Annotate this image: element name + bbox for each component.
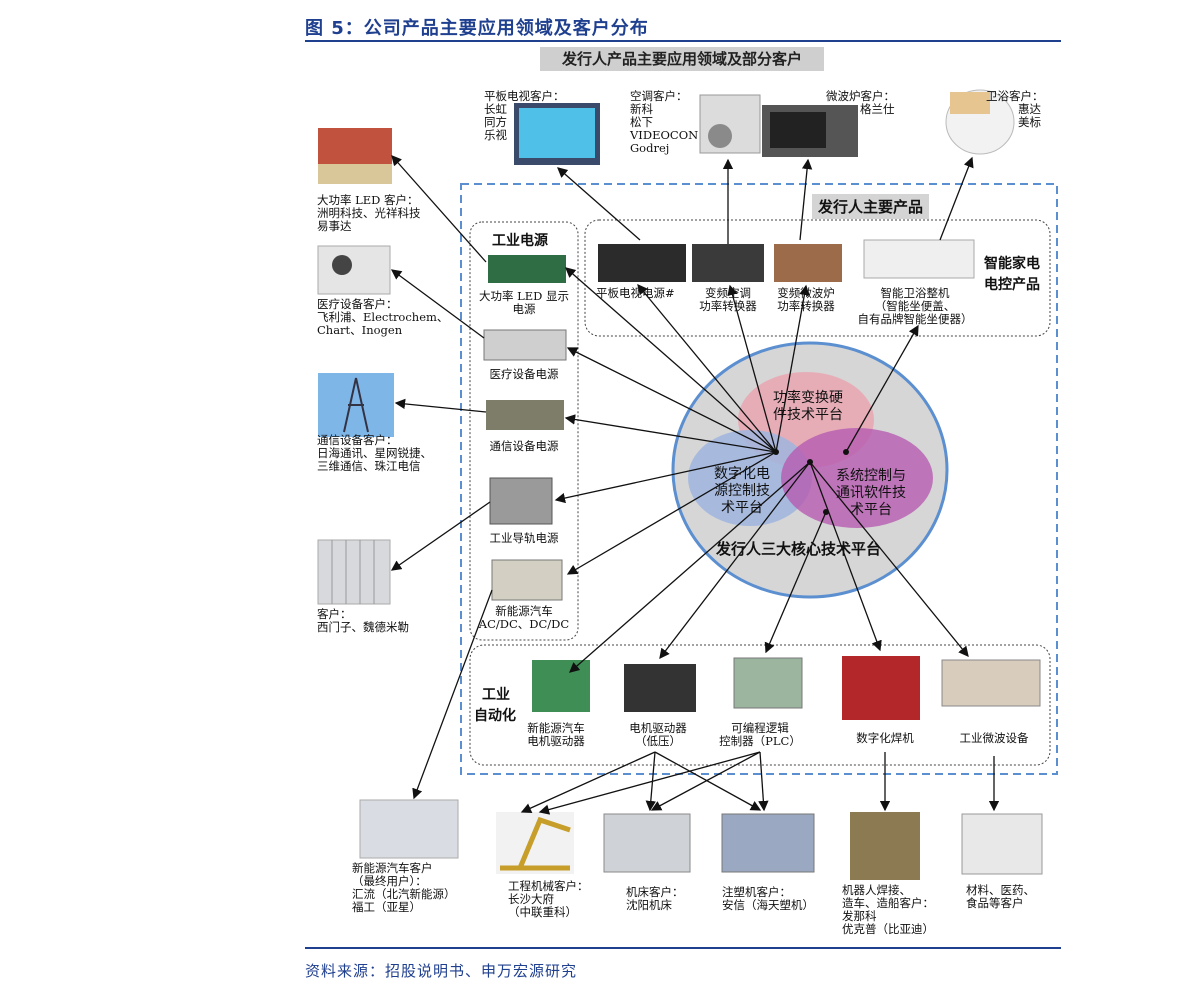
rail-power-label: 工业导轨电源 <box>489 531 559 545</box>
core-platforms-label: 发行人三大核心技术平台 <box>716 540 882 558</box>
ac-image <box>699 94 761 154</box>
mw-converter-image <box>774 244 842 282</box>
power-platform-label: 功率变换硬件技术平台 <box>773 390 843 423</box>
rail-power-image <box>489 477 553 525</box>
system-platform-label: 系统控制与通讯软件技术平台 <box>836 468 906 518</box>
smart-home-label-1: 智能家电 <box>984 256 1040 272</box>
automation-label-2: 自动化 <box>474 708 516 724</box>
welder-label: 数字化焊机 <box>856 731 914 745</box>
drive-label: 电机驱动器（低压） <box>629 721 687 748</box>
industrial-power-box <box>469 221 579 641</box>
industrial-power-label: 工业电源 <box>492 233 548 249</box>
ind-microwave-label: 工业微波设备 <box>959 731 1029 745</box>
motor-ctrl-label: 新能源汽车电机驱动器 <box>527 721 585 748</box>
telecom-power-image <box>486 400 564 430</box>
medical-power-label: 医疗设备电源 <box>489 367 559 381</box>
motor-ctrl-image <box>532 660 590 712</box>
source-note: 资料来源：招股说明书、申万宏源研究 <box>305 962 578 980</box>
medical-power-image <box>483 329 567 361</box>
diagram-banner: 发行人产品主要应用领域及部分客户 <box>540 47 824 71</box>
smart-home-label-2: 电控产品 <box>984 277 1040 293</box>
machine-tool-customers: 机床客户：沈阳机床 <box>626 885 684 912</box>
drive-image <box>624 664 696 712</box>
main-products-box <box>460 183 1058 775</box>
nev-customer-image <box>359 799 459 859</box>
machinery-customers: 工程机械客户：长沙大府（中联重科） <box>508 879 589 919</box>
bath-product-image <box>863 239 975 279</box>
medical-customers: 医疗设备客户：飞利浦、Electrochem、Chart、Inogen <box>317 297 449 337</box>
title-rule <box>305 40 1061 42</box>
mw-customers: 微波炉客户：格兰仕 <box>826 89 895 116</box>
ind-microwave-image <box>941 659 1041 707</box>
ac-converter-image <box>692 244 764 282</box>
led-power-label: 大功率 LED 显示电源 <box>478 289 570 316</box>
rail-customers: 客户：西门子、魏德米勒 <box>317 607 409 634</box>
injection-customers: 注塑机客户：安信（海天塑机） <box>722 885 814 912</box>
nev-customers: 新能源汽车客户（最终用户）：汇流（北汽新能源）福工（亚星） <box>352 861 456 914</box>
tv-power-label: 平板电视电源# <box>596 286 675 300</box>
led-customers: 大功率 LED 客户：洲明科技、光祥科技易事达 <box>317 193 421 233</box>
materials-image <box>961 813 1043 875</box>
digital-platform-label: 数字化电源控制技术平台 <box>714 466 770 516</box>
welder-image <box>842 656 920 720</box>
tv-power-image <box>598 244 686 282</box>
injection-image <box>721 813 815 873</box>
figure-title: 图 5：公司产品主要应用领域及客户分布 <box>305 18 649 39</box>
nev-power-image <box>491 559 563 601</box>
automation-label-1: 工业 <box>482 687 510 703</box>
digital-platform-circle <box>688 430 812 526</box>
robot-image <box>850 812 920 880</box>
plc-image <box>733 657 803 709</box>
ac-converter-label: 变频空调功率转换器 <box>699 286 757 313</box>
bath-customers: 卫浴客户：惠达美标 <box>986 89 1044 129</box>
mw-converter-label: 变频微波炉功率转换器 <box>777 286 835 313</box>
led-power-image <box>488 255 566 283</box>
materials-customers: 材料、医药、食品等客户 <box>966 883 1035 910</box>
plc-label: 可编程逻辑控制器（PLC） <box>719 721 801 748</box>
bath-product-label: 智能卫浴整机（智能坐便盖、自有品牌智能坐便器） <box>857 286 973 326</box>
medical-customer-image <box>317 245 391 295</box>
footer-rule <box>305 947 1061 949</box>
telecom-power-label: 通信设备电源 <box>489 439 559 453</box>
system-platform-circle <box>781 428 933 528</box>
automation-box <box>469 644 1051 766</box>
tv-customers: 平板电视客户：长虹同方乐视 <box>484 89 565 142</box>
robot-customers: 机器人焊接、造车、造船客户：发那科优克普（比亚迪） <box>842 883 934 936</box>
main-products-label: 发行人主要产品 <box>812 194 930 219</box>
rail-customer-image <box>317 539 391 605</box>
telecom-customers: 通信设备客户：日海通讯、星网锐捷、三维通信、珠江电信 <box>317 433 432 473</box>
machinery-customer-image <box>496 812 574 874</box>
machine-tool-image <box>603 813 691 873</box>
